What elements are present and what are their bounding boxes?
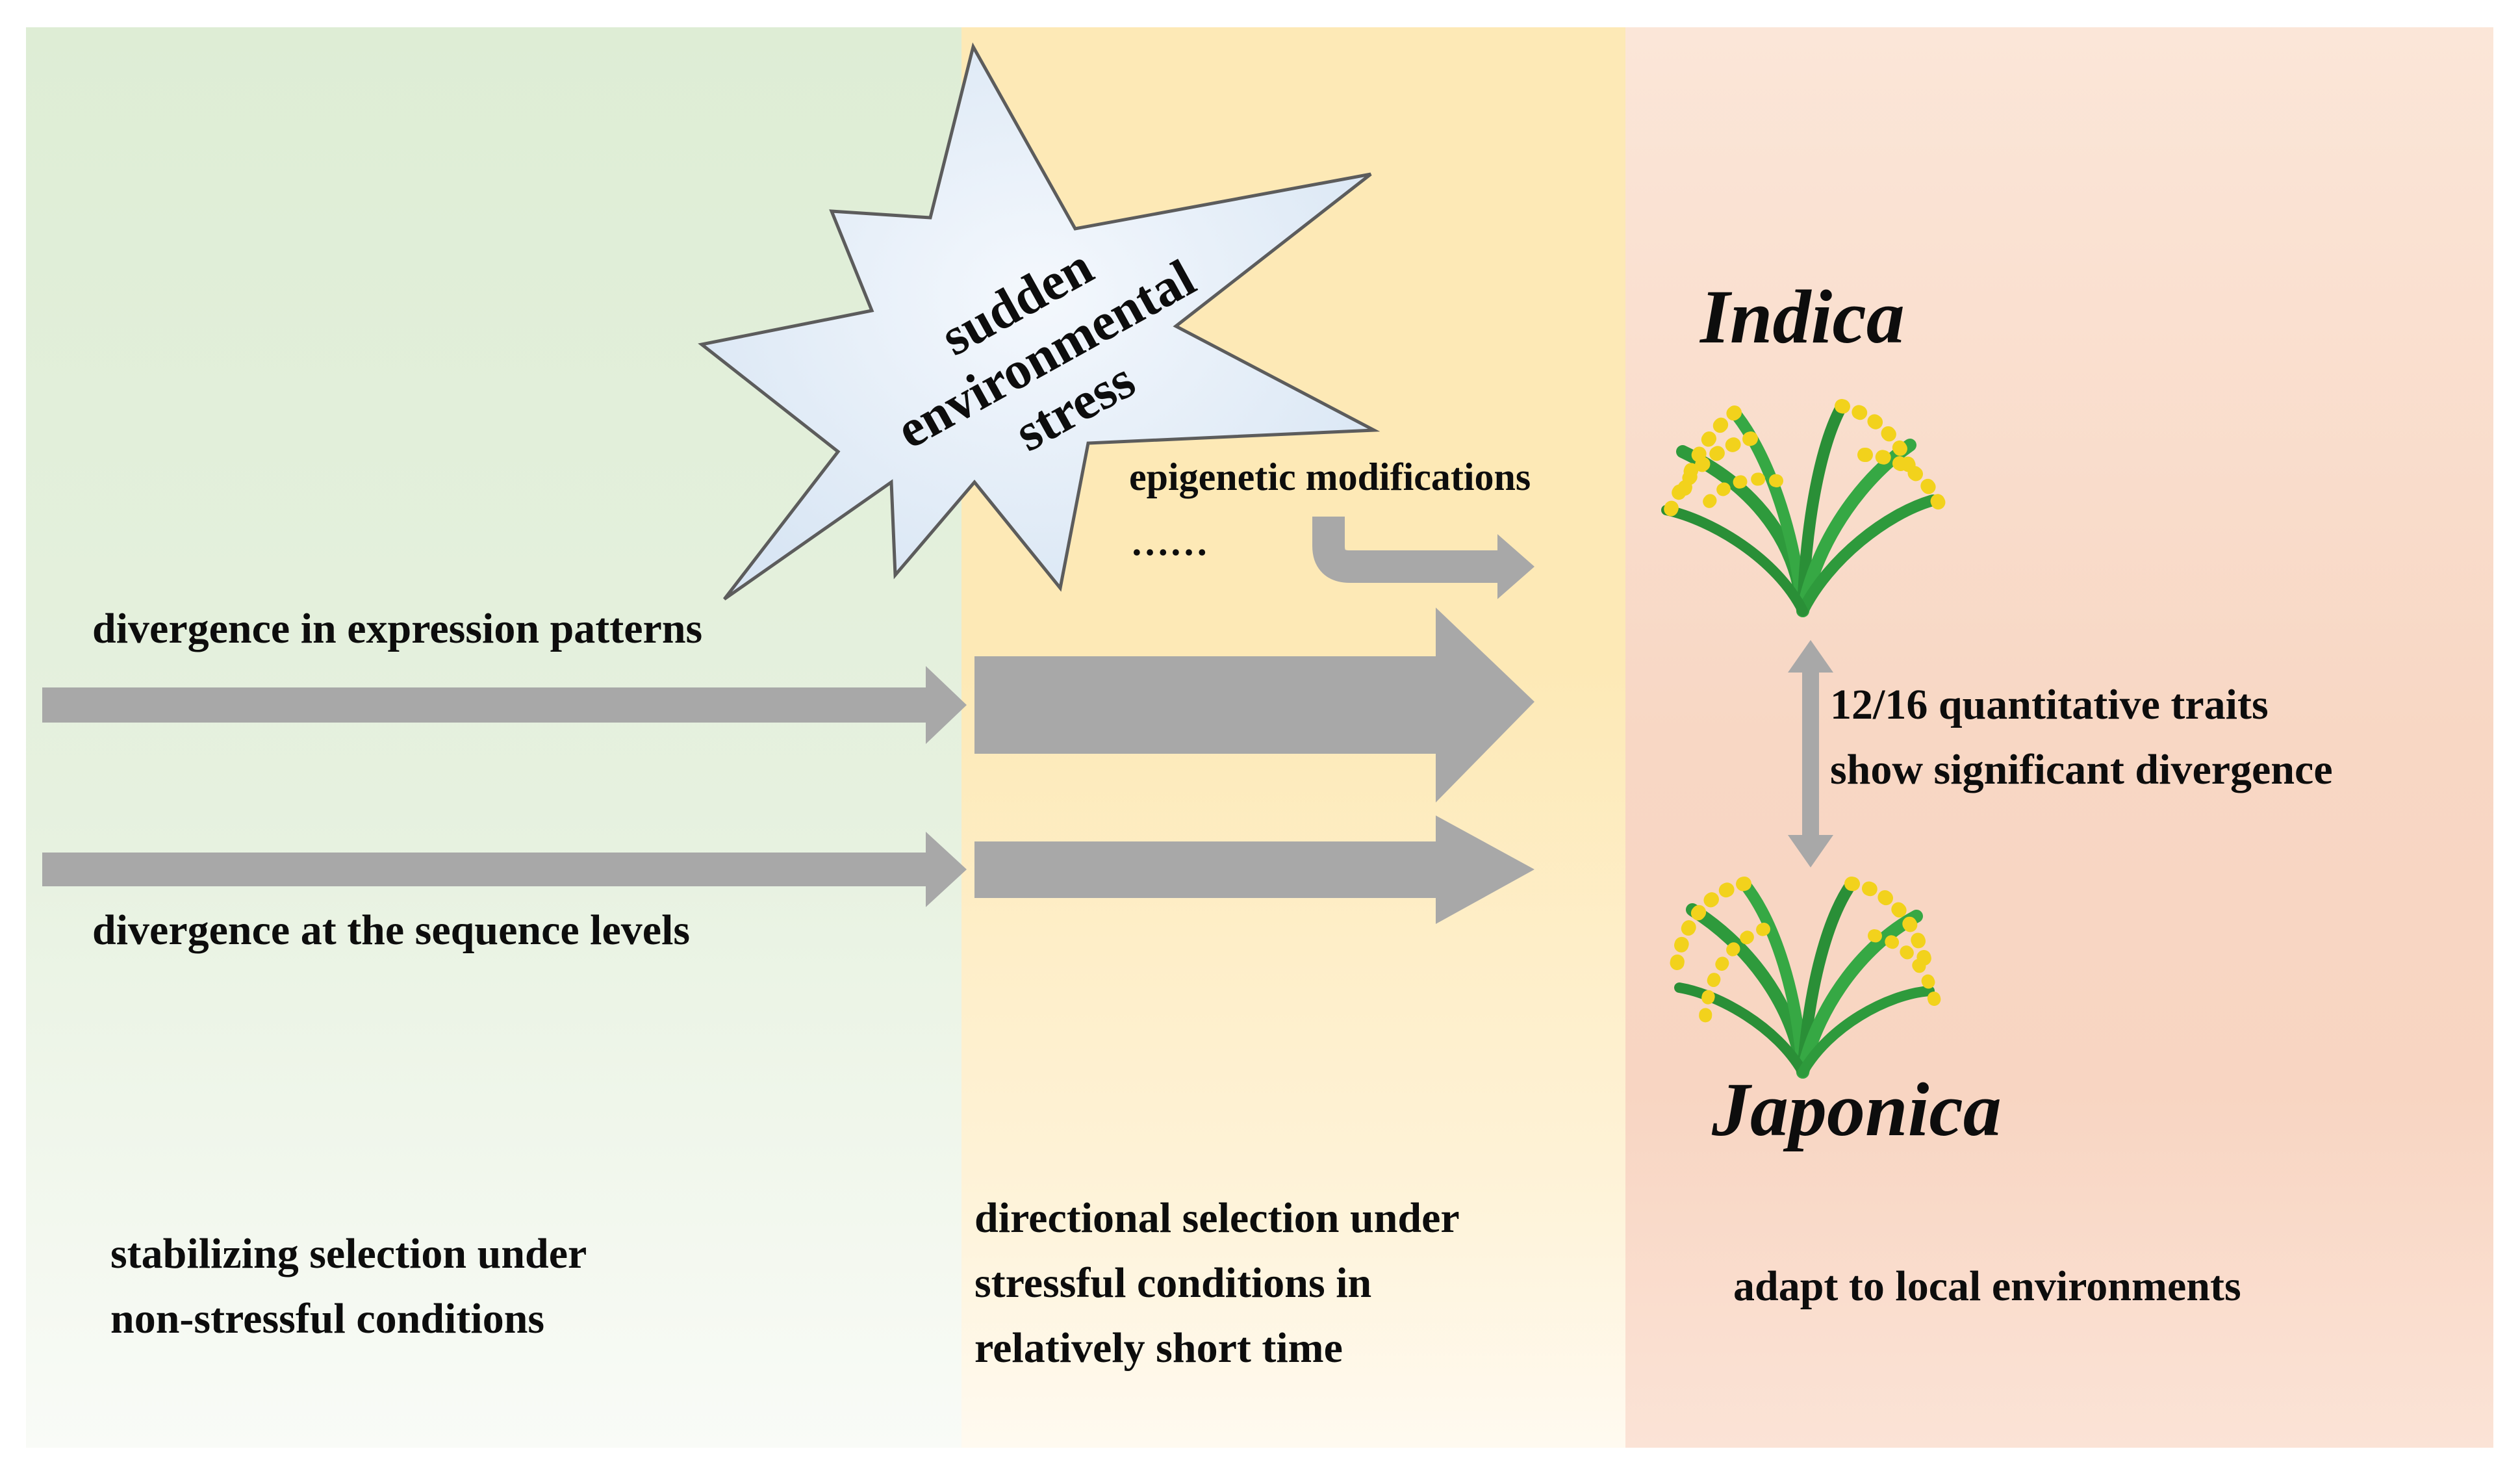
expression-divergence-label: divergence in expression patterns bbox=[92, 605, 703, 652]
panel-adaptation bbox=[1625, 27, 2493, 1448]
epigenetic-label: epigenetic modifications bbox=[1129, 455, 1531, 498]
japonica-rice-plant-icon bbox=[1669, 877, 1942, 1079]
directional-caption-line-2: stressful conditions in bbox=[974, 1259, 1372, 1307]
indica-rice-plant-icon bbox=[1661, 399, 1950, 617]
epigenetic-arrow-head bbox=[1497, 534, 1534, 599]
adapt-caption: adapt to local environments bbox=[1733, 1263, 2241, 1310]
sequence-arrow-thin bbox=[42, 832, 967, 907]
directional-caption-line-1: directional selection under bbox=[974, 1194, 1460, 1242]
expression-arrow-thick bbox=[974, 608, 1534, 802]
trait-divergence-label: 12/16 quantitative traits show significa… bbox=[1830, 673, 2333, 802]
stabilizing-caption-line-1: stabilizing selection under bbox=[110, 1230, 587, 1277]
ellipsis-label: …… bbox=[1130, 520, 1208, 563]
divergence-arrow-head-down bbox=[1788, 835, 1833, 867]
stabilizing-caption-line-2: non-stressful conditions bbox=[110, 1295, 545, 1342]
trait-divergence-line-1: 12/16 quantitative traits bbox=[1830, 681, 2269, 728]
expression-arrow-thin bbox=[42, 666, 967, 744]
epigenetic-arrow-stem bbox=[1312, 517, 1502, 583]
trait-divergence-line-2: show significant divergence bbox=[1830, 746, 2333, 793]
indica-label: Indica bbox=[1700, 274, 1905, 359]
directional-caption-line-3: relatively short time bbox=[974, 1324, 1343, 1372]
stabilizing-caption: stabilizing selection under non-stressfu… bbox=[110, 1222, 587, 1352]
divergence-arrow-head-up bbox=[1788, 640, 1833, 673]
divergence-arrow-shaft bbox=[1802, 671, 1819, 837]
japonica-label: Japonica bbox=[1712, 1067, 2002, 1152]
directional-caption: directional selection under stressful co… bbox=[974, 1186, 1460, 1381]
panel-stabilizing bbox=[26, 27, 961, 1448]
stress-starburst bbox=[698, 42, 1381, 601]
sequence-arrow-thick bbox=[974, 815, 1534, 924]
sequence-divergence-label: divergence at the sequence levels bbox=[92, 906, 691, 954]
